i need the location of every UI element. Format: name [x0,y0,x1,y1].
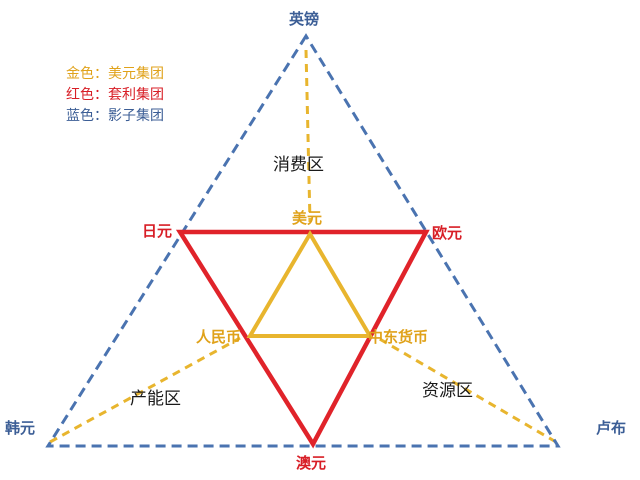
zone-production: 产能区 [130,389,181,409]
label-rub: 卢布 [596,419,627,437]
zone-consumption: 消费区 [273,155,324,175]
zone-resources: 资源区 [422,381,473,401]
label-gbp: 英镑 [289,10,320,28]
legend-red: 红色：套利集团 [66,87,164,103]
gold-inner-triangle [246,230,374,338]
legend: 金色：美元集团 红色：套利集团 蓝色：影子集团 [66,64,164,127]
label-cny: 人民币 [196,328,242,346]
label-krw: 韩元 [5,419,36,437]
gold-dash-right [377,336,557,444]
legend-gold: 金色：美元集团 [66,66,164,82]
label-aud: 澳元 [296,454,327,472]
label-usd: 美元 [292,209,323,227]
label-eur: 欧元 [432,224,463,242]
gold-dash-top [304,49,312,223]
blue-outer-triangle [45,33,561,448]
legend-blue: 蓝色：影子集团 [66,108,164,124]
label-jpy: 日元 [142,222,173,240]
label-me: 中东货币 [368,328,429,346]
